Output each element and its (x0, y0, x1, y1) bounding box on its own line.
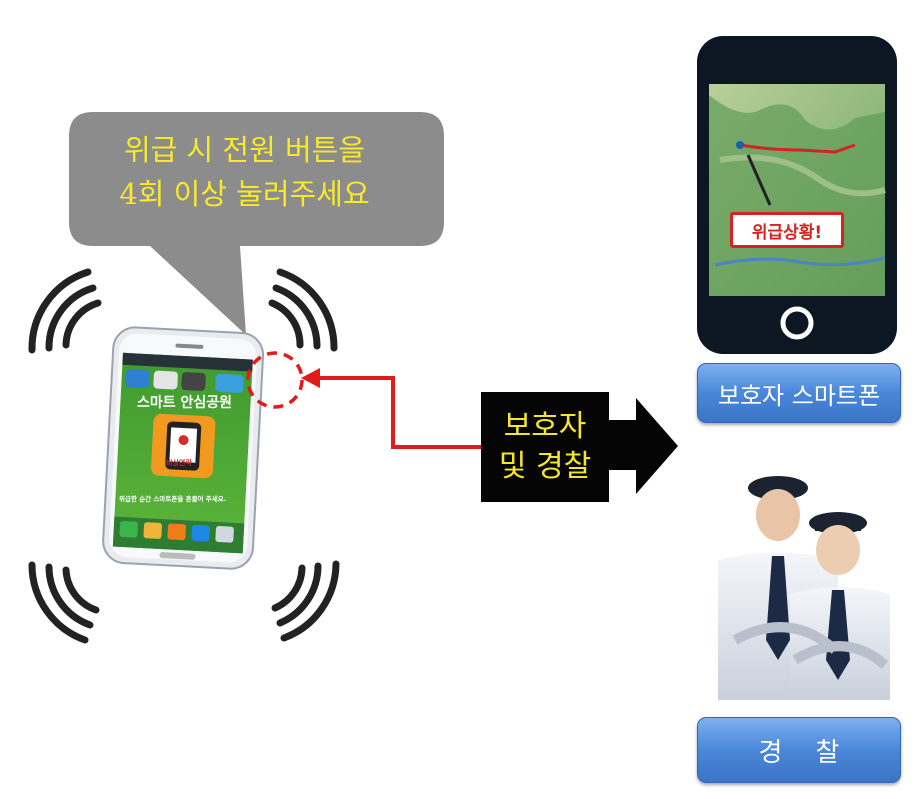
bubble-message: 위급 시 전원 버튼을 4회 이상 눌러주세요 (72, 128, 417, 216)
card-label: 비상연락 (166, 459, 192, 467)
police-button-label: 경 찰 (758, 737, 840, 768)
bubble-line-1: 위급 시 전원 버튼을 (123, 133, 366, 167)
police-officers-image (718, 476, 890, 700)
recipient-line-1: 보호자 (503, 409, 587, 444)
emergency-alert-badge: 위급상황! (730, 212, 844, 248)
recipient-label: 보호자 및 경찰 (481, 392, 609, 502)
red-arrow (301, 368, 481, 449)
speech-bubble (69, 112, 444, 335)
app-title: 스마트 안심공원 (137, 395, 233, 411)
police-button[interactable]: 경 찰 (697, 717, 901, 783)
guardian-smartphone-button[interactable]: 보호자 스마트폰 (697, 363, 901, 423)
smartphone-icon (102, 326, 265, 570)
power-button-highlight (246, 351, 304, 409)
recipient-line-2: 및 경찰 (498, 449, 592, 484)
guardian-phone-icon (697, 36, 897, 354)
guardian-button-label: 보호자 스마트폰 (717, 381, 881, 410)
black-arrow (606, 398, 678, 494)
screen-message: 위급한 순간 스마트폰을 흔들어 주세요. (119, 495, 227, 503)
bubble-line-2: 4회 이상 눌러주세요 (119, 177, 370, 211)
vibration-waves-icon (28, 268, 340, 644)
